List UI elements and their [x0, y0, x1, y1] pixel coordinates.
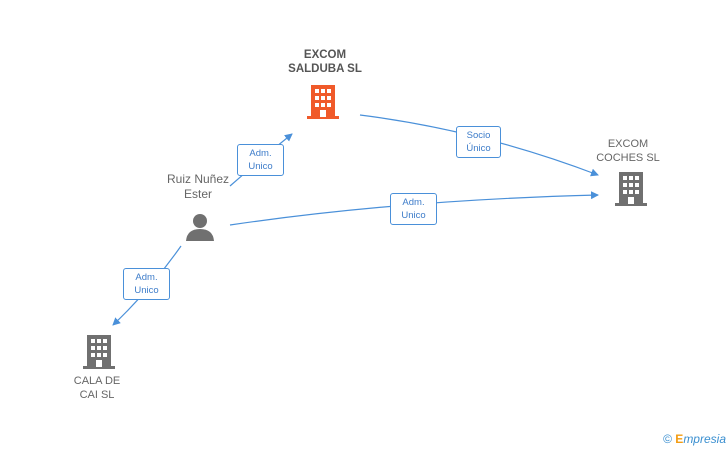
brand-name: mpresia: [683, 432, 726, 446]
node-cala-de-cai[interactable]: CALA DE CAI SL: [47, 374, 147, 402]
node-excom-coches[interactable]: EXCOM COCHES SL: [578, 137, 678, 165]
node-label: EXCOM SALDUBA SL: [288, 49, 362, 75]
edge-label-adm-unico[interactable]: Adm. Unico: [237, 144, 284, 176]
building-icon: [307, 85, 339, 119]
person-icon: [186, 214, 214, 241]
building-icon: [83, 335, 115, 369]
node-label: Ruiz Nuñez Ester: [166, 172, 230, 201]
building-icon: [615, 172, 647, 206]
empresia-brand[interactable]: © Empresia: [663, 432, 726, 446]
node-label: EXCOM COCHES SL: [596, 138, 660, 164]
edge-label-adm-unico[interactable]: Adm. Unico: [390, 193, 437, 225]
node-excom-salduba[interactable]: EXCOM SALDUBA SL: [270, 48, 380, 76]
edge-label-adm-unico[interactable]: Adm. Unico: [123, 268, 170, 300]
copyright-symbol: ©: [663, 432, 672, 446]
brand-initial: E: [675, 432, 684, 446]
edge-label-socio-unico[interactable]: Socio Único: [456, 126, 501, 158]
node-label: CALA DE CAI SL: [73, 375, 121, 401]
node-ruiz-nunez-ester[interactable]: Ruiz Nuñez Ester: [148, 172, 248, 202]
